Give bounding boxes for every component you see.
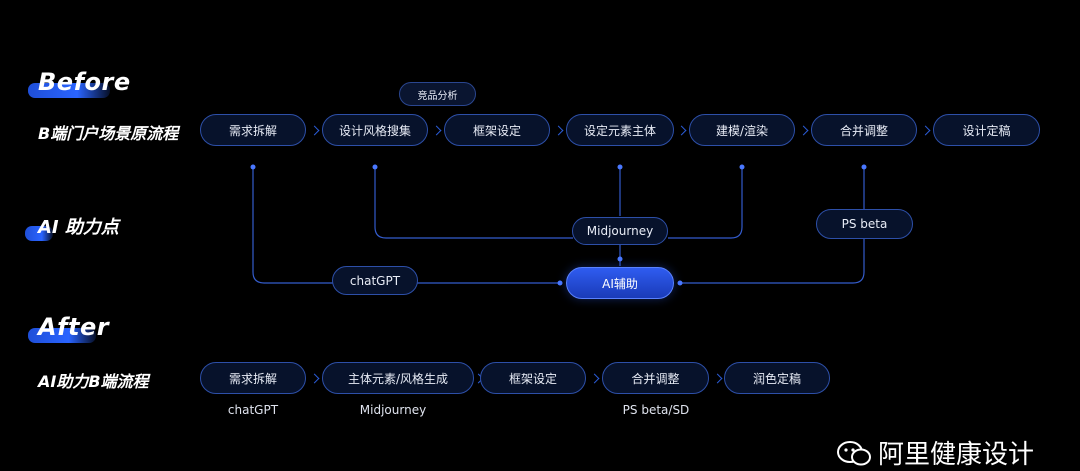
after-title: After: [38, 313, 110, 341]
before-row-label: B端门户场景原流程: [38, 124, 179, 143]
after-tool-chatgpt: chatGPT: [227, 403, 279, 417]
before-step-5: 建模/渲染: [689, 114, 795, 146]
node-dot: [617, 256, 623, 262]
before-step-1: 需求拆解: [200, 114, 306, 146]
after-row-label: AI助力B端流程: [38, 372, 149, 391]
after-step-4: 合并调整: [602, 362, 709, 394]
node-dot: [617, 164, 623, 170]
ai-label-accent: [25, 226, 53, 241]
watermark: 阿里健康设计: [836, 434, 1034, 471]
connector-chatgpt: [252, 167, 333, 284]
node-dot: [739, 164, 745, 170]
competitor-analysis-tag: 竞品分析: [399, 82, 476, 106]
before-step-3: 框架设定: [444, 114, 550, 146]
after-tool-midjourney: Midjourney: [359, 403, 427, 417]
node-dot: [677, 280, 683, 286]
workflow-diagram: Before 竞品分析 B端门户场景原流程 需求拆解 设计风格搜集 框架设定 设…: [25, 68, 1040, 470]
midjourney-tool: Midjourney: [572, 217, 668, 245]
psbeta-tool: PS beta: [816, 209, 913, 239]
node-dot: [861, 164, 867, 170]
connector-psbeta-to-ai: [680, 239, 865, 284]
wechat-icon: [837, 440, 871, 465]
node-dot: [250, 164, 256, 170]
after-step-3: 框架设定: [480, 362, 586, 394]
connector-lines: [250, 164, 867, 286]
before-title-underline: [28, 83, 110, 98]
after-step-2: 主体元素/风格生成: [322, 362, 474, 394]
ai-assist-label: AI 助力点: [38, 217, 119, 238]
before-title: Before: [38, 68, 131, 96]
ai-assist-node: AI辅助: [566, 267, 674, 299]
after-step-5: 润色定稿: [724, 362, 830, 394]
before-step-4: 设定元素主体: [566, 114, 674, 146]
node-dot: [372, 164, 378, 170]
after-tool-psbeta-sd: PS beta/SD: [622, 403, 690, 417]
before-step-6: 合并调整: [811, 114, 917, 146]
before-step-2: 设计风格搜集: [322, 114, 428, 146]
after-step-1: 需求拆解: [200, 362, 306, 394]
node-dot: [557, 280, 563, 286]
watermark-text: 阿里健康设计: [878, 440, 1035, 470]
after-title-underline: [28, 328, 96, 343]
before-step-7: 设计定稿: [933, 114, 1040, 146]
connector-style-to-midjourney: [374, 167, 573, 239]
connector-render-to-midjourney: [668, 167, 743, 239]
chatgpt-tool: chatGPT: [332, 266, 418, 295]
